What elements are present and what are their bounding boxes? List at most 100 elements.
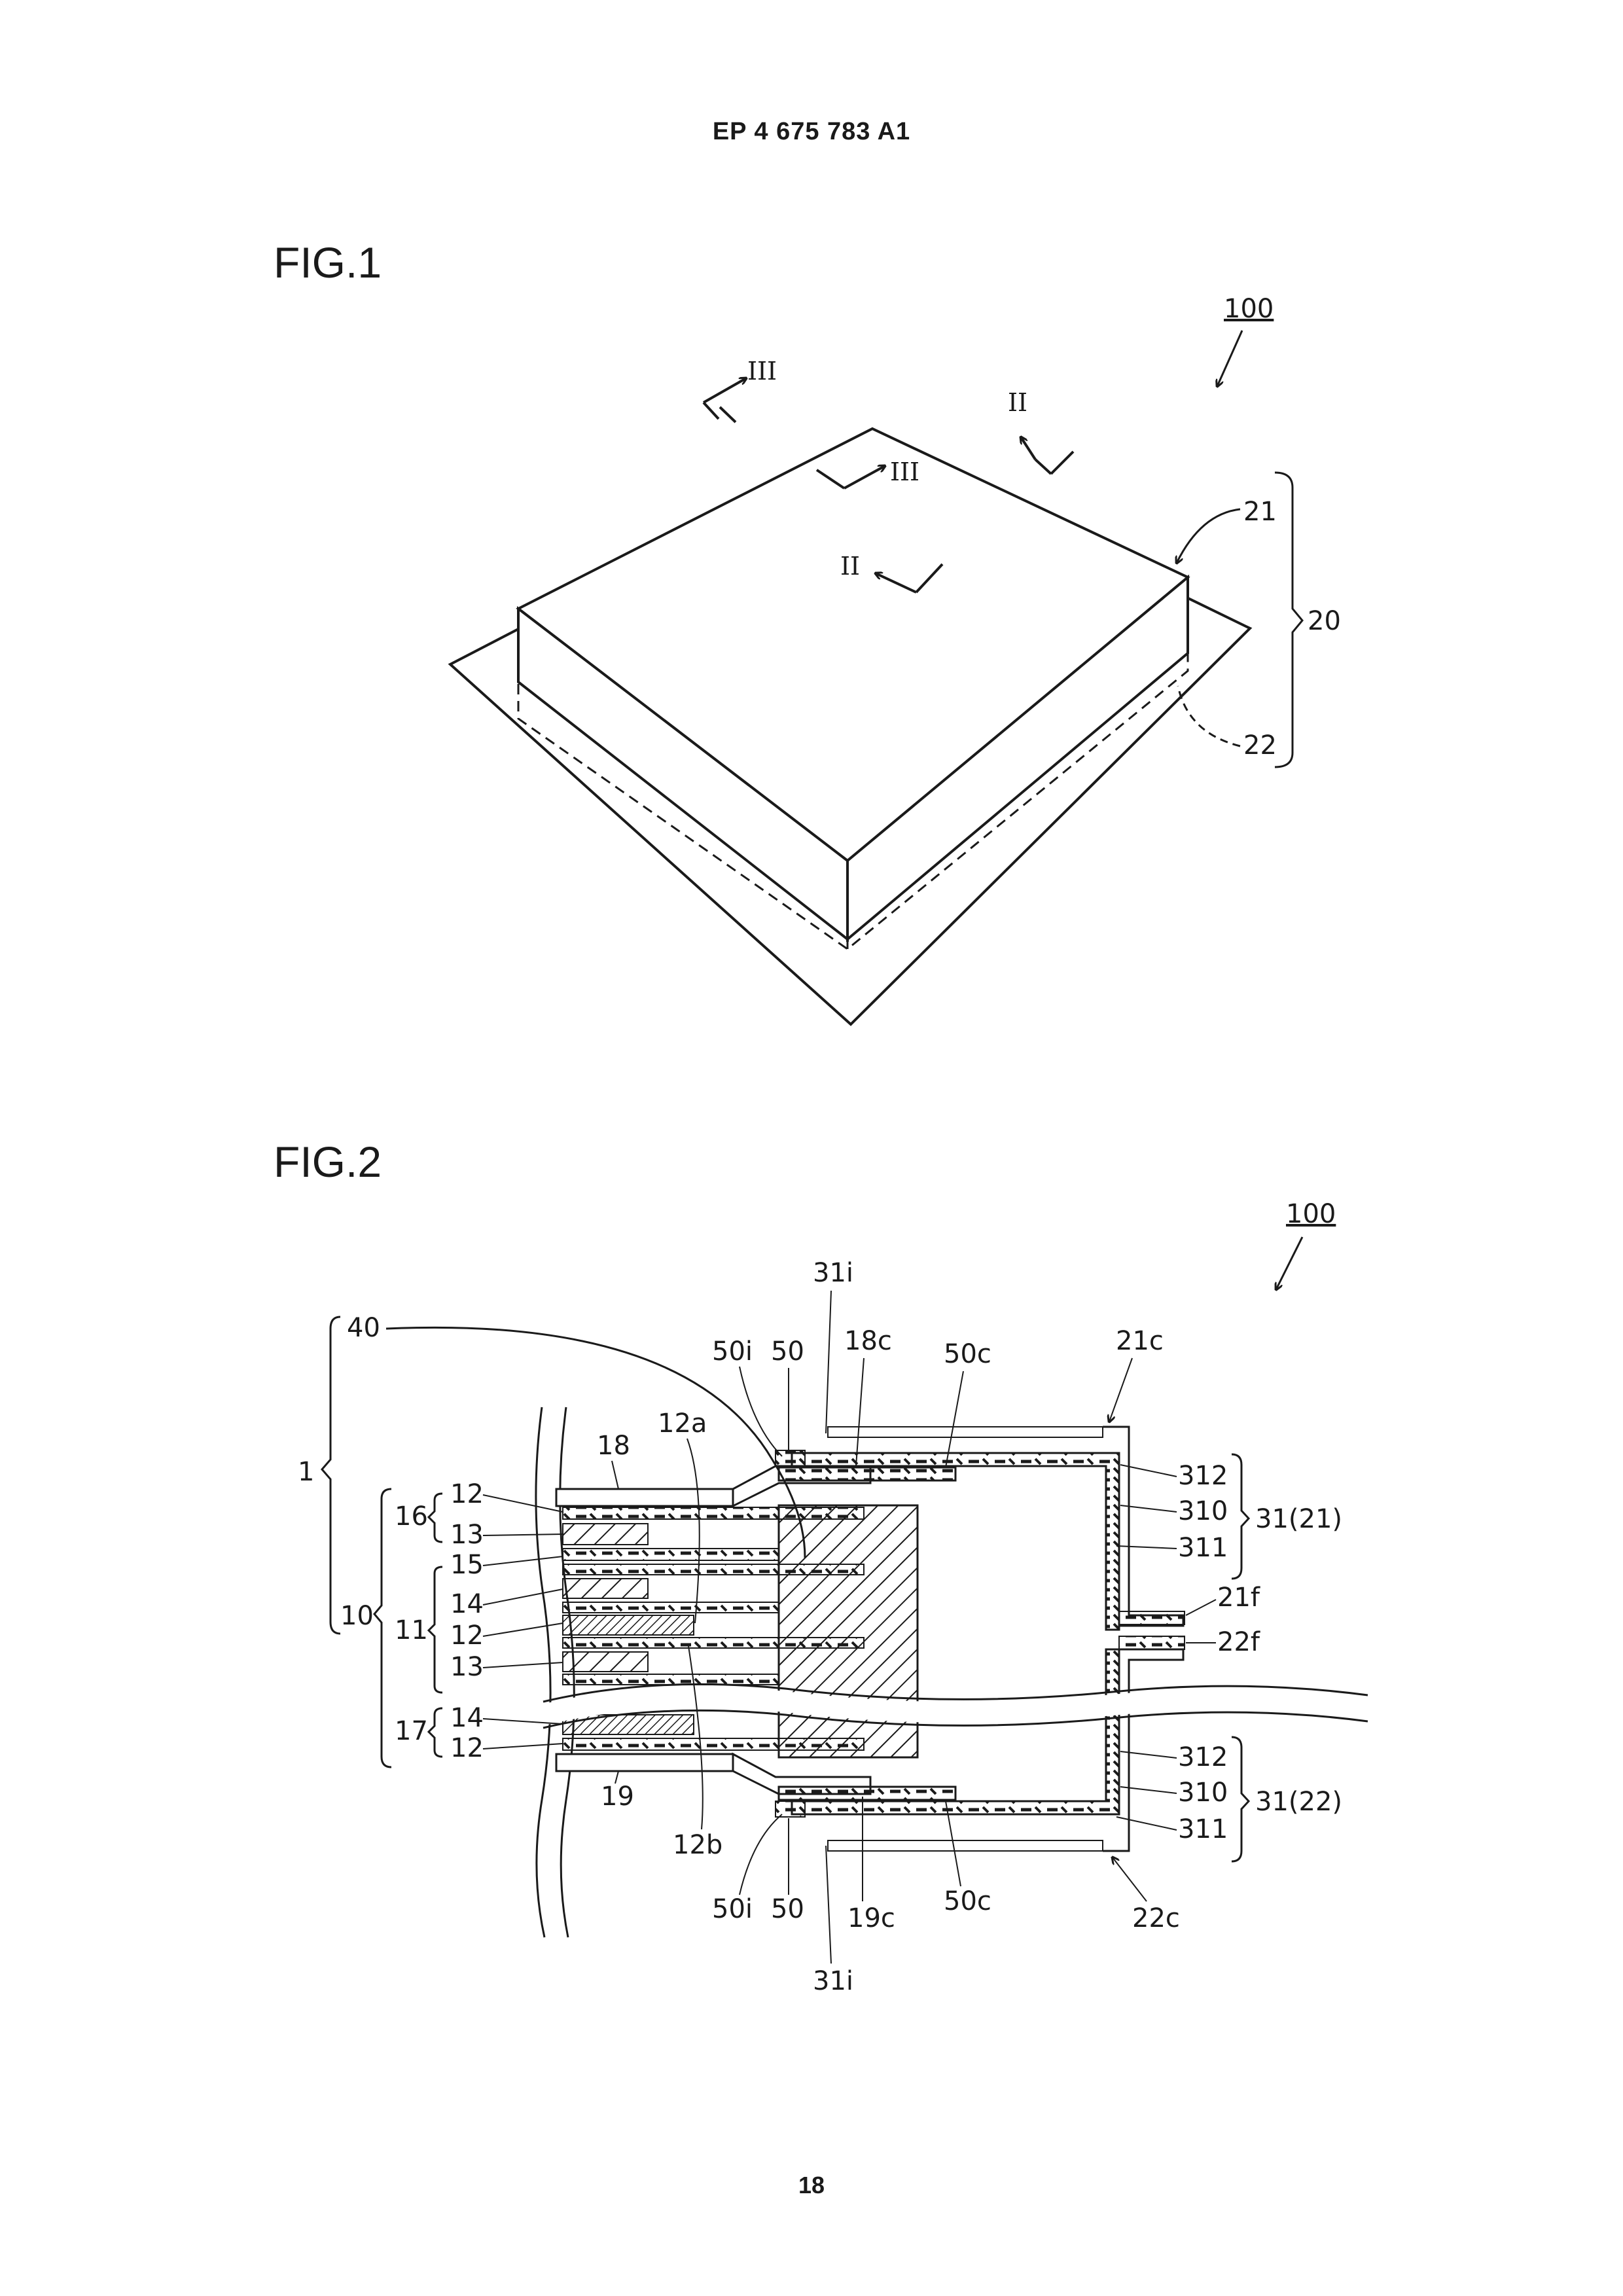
ref-40: 40 — [347, 1313, 380, 1343]
upper-box-top — [518, 429, 1188, 861]
ref-311-bottom-leader — [1116, 1817, 1177, 1830]
ref-12a-leader — [687, 1439, 700, 1623]
ref-16: 16 — [395, 1501, 428, 1532]
ref-13-a-leader — [483, 1534, 563, 1535]
ref-11: 11 — [395, 1615, 428, 1645]
section-iii-marker-left: III — [704, 357, 777, 422]
ref-31i-bottom-leader — [826, 1846, 831, 1964]
ref-311-bottom: 311 — [1178, 1814, 1228, 1844]
brace-1 — [322, 1317, 340, 1634]
ref-21f-leader — [1186, 1600, 1216, 1615]
ref-12b: 12b — [673, 1830, 722, 1860]
sealant-50-bottom — [776, 1801, 805, 1817]
casing-22c-outer — [828, 1840, 1103, 1851]
ref-12-c-leader — [483, 1744, 563, 1749]
layer-13-top — [563, 1524, 648, 1545]
brace-16 — [429, 1494, 442, 1542]
fig2-ref-100: 100 — [1286, 1199, 1336, 1229]
ref-31i-top: 31i — [813, 1258, 853, 1288]
adhesive-50c-bottom — [779, 1787, 955, 1800]
layer-12-mid-c — [563, 1674, 779, 1685]
ref-12-b-leader — [483, 1623, 563, 1636]
brace-17 — [429, 1708, 442, 1757]
ref-50i-bottom-leader — [740, 1814, 782, 1895]
ref-17: 17 — [395, 1716, 428, 1746]
fig1: FIG.1 III III II — [274, 238, 1341, 1024]
ref-50i-top: 50i — [712, 1336, 753, 1367]
film-18 — [556, 1489, 733, 1506]
fig1-brace-20 — [1275, 473, 1302, 767]
ref-22f: 22f — [1217, 1627, 1260, 1657]
ref-310-top: 310 — [1178, 1496, 1228, 1526]
ref-21c-leader — [1109, 1358, 1132, 1422]
ref-22c-leader — [1113, 1857, 1147, 1901]
ref-50-bottom: 50 — [771, 1894, 804, 1924]
ref-18: 18 — [597, 1431, 630, 1461]
ref-19: 19 — [601, 1782, 634, 1812]
layer-13-b — [563, 1652, 648, 1672]
page-number: 18 — [0, 2172, 1623, 2199]
flange-22f — [1119, 1636, 1185, 1649]
sealant-50-top — [776, 1450, 805, 1466]
section-ii-marker-right: II — [1008, 388, 1073, 474]
ref-310-bottom: 310 — [1178, 1778, 1228, 1808]
ref-12-a: 12 — [450, 1479, 484, 1509]
ref-12-c: 12 — [450, 1733, 484, 1763]
brace-11 — [429, 1567, 442, 1693]
ref-14-b: 14 — [450, 1703, 484, 1733]
ref-14-a-leader — [483, 1589, 563, 1605]
ref-311-top-leader — [1116, 1546, 1177, 1549]
ref-15: 15 — [450, 1550, 484, 1580]
fig1-title: FIG.1 — [274, 238, 382, 287]
ref-312-bottom: 312 — [1178, 1742, 1228, 1772]
fig1-ref-21: 21 — [1243, 497, 1277, 527]
brace-31-21 — [1232, 1454, 1249, 1579]
fig2-ref-100-arrow — [1276, 1237, 1302, 1289]
ref-13-b: 13 — [450, 1652, 484, 1682]
section-iii-label: III — [747, 357, 777, 386]
ref-31i-top-leader — [826, 1291, 831, 1433]
ref-18c-leader — [856, 1358, 864, 1466]
ref-311-top: 311 — [1178, 1533, 1228, 1563]
ref-12a: 12a — [658, 1408, 707, 1439]
ref-18c: 18c — [844, 1326, 892, 1356]
brace-31-22 — [1232, 1737, 1249, 1861]
fig1-ref-20: 20 — [1308, 606, 1341, 636]
ref-15-leader — [483, 1556, 563, 1566]
ref-50-top: 50 — [771, 1336, 804, 1367]
ref-312-top: 312 — [1178, 1461, 1228, 1491]
ref-12-b: 12 — [450, 1621, 484, 1651]
fig2: FIG.2 100 — [274, 1138, 1368, 1996]
layer-14-c — [563, 1715, 694, 1734]
ref-31-21: 31(21) — [1255, 1504, 1342, 1534]
layer-15-b — [563, 1602, 779, 1613]
layer-15-sep — [563, 1549, 779, 1560]
ref-21c: 21c — [1116, 1326, 1164, 1356]
adhesive-50c-top — [779, 1467, 955, 1480]
ref-50i-bottom: 50i — [712, 1894, 753, 1924]
layer-14-b — [563, 1615, 694, 1635]
ref-10: 10 — [340, 1601, 374, 1631]
section-iii-label-2: III — [890, 457, 919, 486]
ref-50c-top: 50c — [944, 1339, 991, 1369]
ref-31i-bottom: 31i — [813, 1966, 853, 1996]
ref-12-a-leader — [483, 1495, 563, 1512]
ref-21f: 21f — [1217, 1583, 1260, 1613]
layer-14-a — [563, 1579, 648, 1598]
ref-13-a: 13 — [450, 1520, 484, 1550]
section-ii-label-2: II — [840, 552, 860, 581]
ref-22c: 22c — [1132, 1903, 1180, 1933]
fig1-ref-22-leader — [1178, 686, 1240, 746]
fig1-ref-100: 100 — [1224, 294, 1274, 324]
ref-19c: 19c — [847, 1903, 895, 1933]
ref-50c-bottom: 50c — [944, 1886, 991, 1916]
fig1-ref-22: 22 — [1243, 730, 1277, 761]
ref-31-22: 31(22) — [1255, 1787, 1342, 1817]
brace-10 — [374, 1489, 391, 1767]
film-19 — [556, 1754, 733, 1771]
fig2-title: FIG.2 — [274, 1138, 382, 1186]
fig1-ref-21-leader — [1177, 509, 1240, 563]
ref-14-a: 14 — [450, 1589, 484, 1619]
